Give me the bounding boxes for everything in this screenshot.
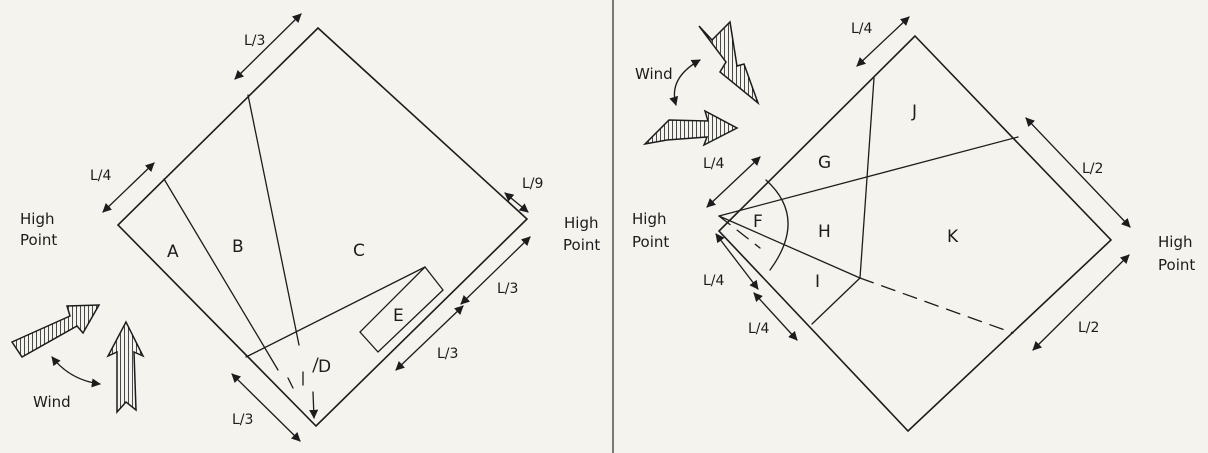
dimension-arrow-icon — [1025, 117, 1131, 228]
right-region-j: J — [911, 102, 917, 122]
wind-arrow-icon — [698, 20, 760, 106]
left-dim-bottom: L/3 — [232, 412, 253, 428]
left-line-d-top — [245, 266, 426, 358]
right-high-point-left-2: Point — [632, 233, 669, 251]
right-dim-top: L/4 — [851, 21, 873, 37]
left-region-a: A — [167, 242, 179, 262]
double-headed-arrow-icon — [51, 356, 101, 388]
dimension-arrow-icon — [460, 236, 531, 305]
right-high-point-left: High — [632, 210, 666, 228]
right-line-i-bottom — [811, 277, 861, 325]
left-line-bc — [247, 94, 300, 346]
double-headed-arrow-icon — [669, 59, 701, 106]
wind-arrow-icon — [642, 109, 739, 147]
right-high-point-right-2: Point — [1158, 256, 1195, 274]
dimension-arrow-icon — [1032, 254, 1130, 351]
dimension-arrow-icon — [102, 162, 155, 213]
left-region-b: B — [232, 237, 244, 257]
left-wind-label: Wind — [33, 393, 71, 411]
left-dim-top: L/3 — [244, 33, 265, 49]
left-high-point-right: High — [564, 214, 598, 232]
dimension-arrow-icon — [504, 192, 529, 213]
right-panel: F G H I J K L/4 L/4 L/2 L/4 L/4 L/2 High… — [632, 16, 1195, 433]
right-region-k: K — [947, 227, 959, 247]
dimension-arrow-icon — [234, 13, 302, 80]
left-square-outline — [116, 26, 529, 428]
right-region-f: F — [753, 212, 763, 232]
dimension-arrow-icon — [856, 16, 910, 67]
left-high-point-left: High — [20, 210, 54, 228]
left-dim-left: L/4 — [90, 168, 112, 184]
right-region-h: H — [818, 222, 831, 242]
left-fold-mark-1 — [287, 377, 294, 389]
right-high-point-right: High — [1158, 233, 1192, 251]
left-dim-right-small: L/9 — [522, 176, 543, 192]
right-square-outline — [717, 34, 1113, 433]
right-region-f-arc — [765, 179, 789, 271]
left-dim-right-upper: L/3 — [497, 281, 518, 297]
dimension-arrow-icon — [706, 156, 761, 208]
dimension-arrow-icon — [753, 292, 798, 341]
right-dim-right-lower: L/2 — [1078, 320, 1099, 336]
right-dim-right-upper: L/2 — [1082, 161, 1103, 177]
wind-arrow-icon — [10, 304, 101, 358]
left-dim-right-lower: L/3 — [437, 346, 458, 362]
left-fold-arrow — [309, 391, 319, 419]
right-dim-left-lower-a: L/4 — [703, 273, 725, 289]
right-line-hi — [718, 215, 861, 279]
right-region-g: G — [818, 153, 831, 173]
dimension-arrow-icon — [715, 233, 759, 290]
left-panel: A B C D E L/3 L/4 L/9 L/3 L/3 L/3 High P… — [10, 13, 600, 442]
left-region-c: C — [353, 241, 365, 261]
dimension-arrow-icon — [395, 305, 464, 371]
right-line-gj — [859, 77, 875, 279]
left-high-point-right-2: Point — [563, 236, 600, 254]
right-line-i-k-dash — [859, 277, 1014, 334]
right-wind-label: Wind — [635, 65, 673, 83]
left-region-e-box — [359, 266, 444, 353]
right-line-gh — [718, 136, 1019, 217]
left-region-d: D — [318, 357, 331, 377]
right-dim-left: L/4 — [703, 156, 725, 172]
left-region-e: E — [393, 306, 404, 326]
left-high-point-left-2: Point — [20, 231, 57, 249]
right-fold-dash — [718, 215, 761, 249]
dimension-arrow-icon — [231, 373, 301, 442]
wind-arrow-icon — [106, 320, 145, 414]
right-dim-left-lower-b: L/4 — [748, 321, 770, 337]
right-region-i: I — [815, 272, 820, 292]
left-line-ab — [163, 178, 279, 371]
left-fold-mark-3 — [312, 357, 319, 373]
